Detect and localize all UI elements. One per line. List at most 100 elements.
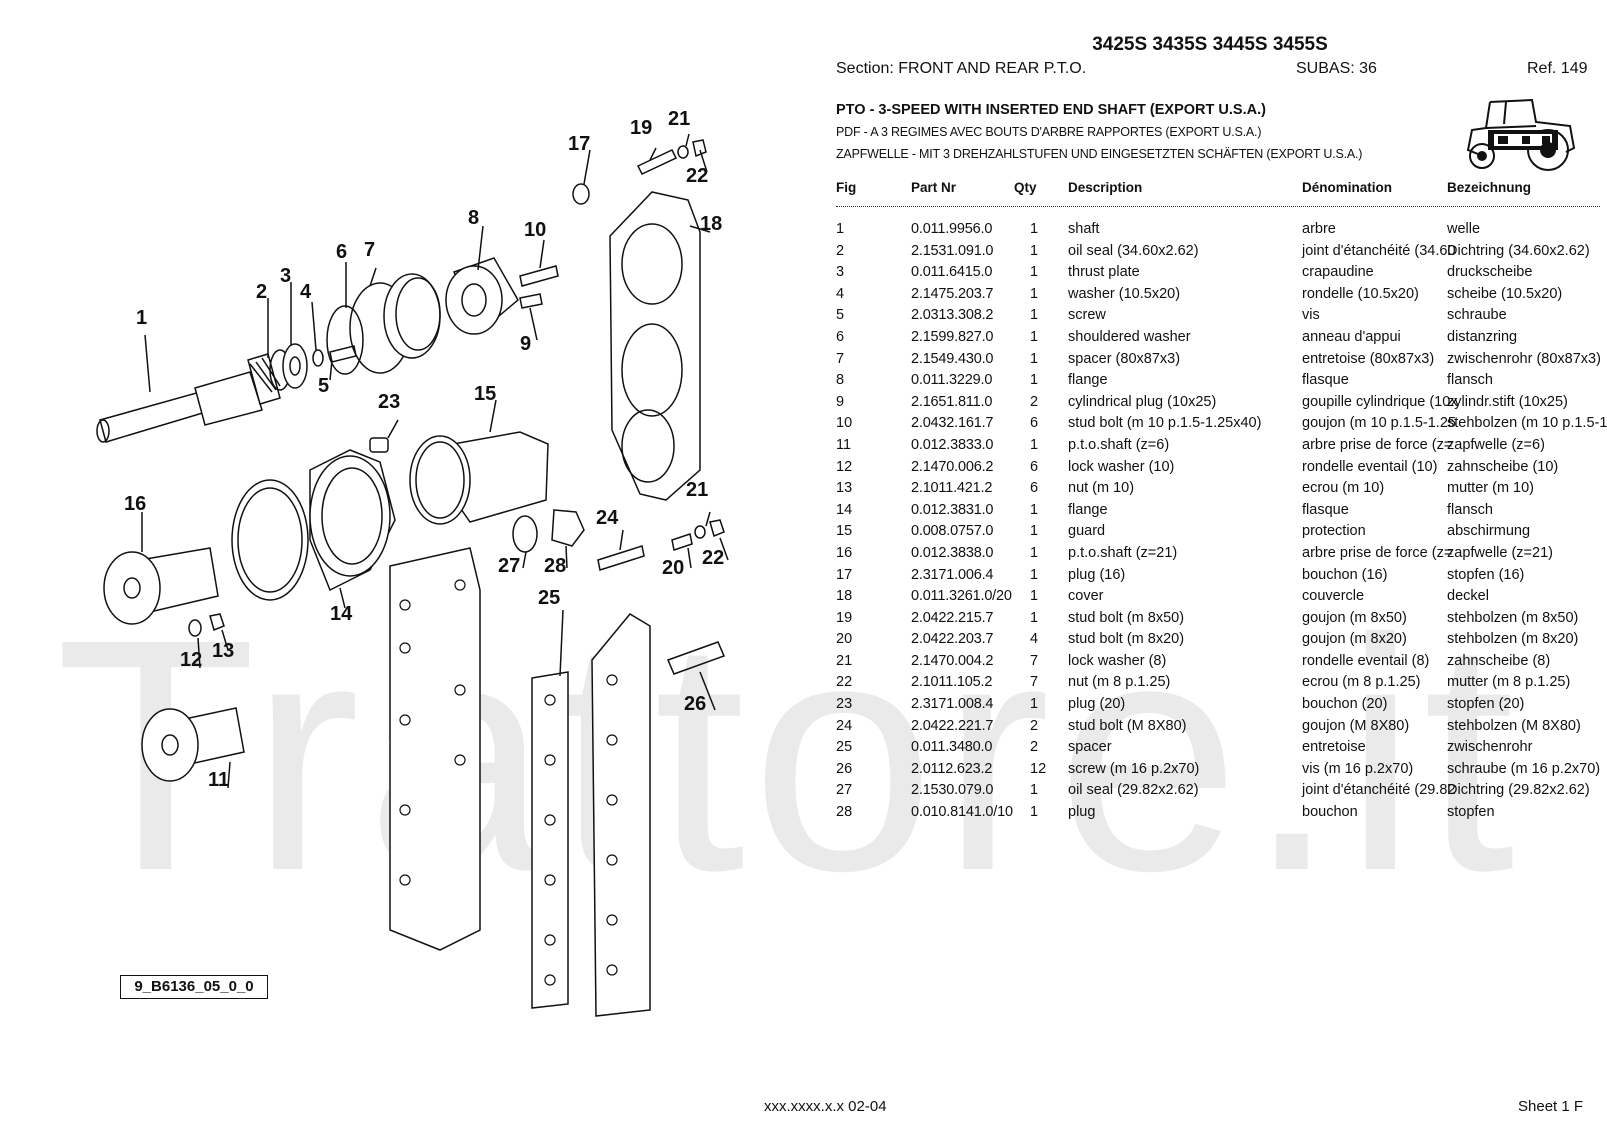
cell-description: lock washer (10) — [1068, 458, 1175, 475]
cell-denomination: bouchon (20) — [1302, 696, 1388, 713]
footer-sheet: Sheet 1 F — [1518, 1098, 1584, 1115]
cell-denomination: flasque — [1302, 501, 1349, 518]
cell-denomination: goujon (m 8x50) — [1302, 609, 1407, 626]
cell-bezeichnung: schraube (m 16 p.2x70) — [1447, 760, 1601, 777]
part-lock-washer-12 — [188, 619, 202, 637]
callout-label: 1 — [136, 307, 147, 329]
cell-denomination: bouchon — [1302, 804, 1358, 821]
callout-label: 12 — [180, 649, 202, 671]
cell-fig: 14 — [836, 501, 853, 518]
cell-denomination: vis — [1302, 307, 1320, 324]
cell-description: shaft — [1068, 221, 1100, 237]
cell-fig: 3 — [836, 264, 845, 281]
cell-qty: 1 — [1030, 782, 1039, 799]
cell-part-nr: 0.012.3838.0 — [911, 544, 994, 561]
cell-bezeichnung: stehbolzen (m 8x50) — [1447, 609, 1579, 626]
cell-qty: 6 — [1030, 480, 1039, 497]
cell-bezeichnung: stopfen (20) — [1447, 696, 1525, 713]
cell-fig: 12 — [836, 458, 853, 475]
cell-part-nr: 0.011.3261.0/20 — [911, 588, 1012, 605]
cell-description: cylindrical plug (10x25) — [1068, 393, 1217, 410]
cell-fig: 16 — [836, 544, 853, 561]
cell-description: thrust plate — [1068, 264, 1140, 281]
cell-part-nr: 0.012.3833.0 — [911, 436, 994, 453]
parts-table: Fig Part Nr Qty Description Dénomination… — [836, 180, 1607, 826]
callout-label: 20 — [662, 557, 684, 579]
cell-part-nr: 0.008.0757.0 — [911, 523, 994, 540]
cell-bezeichnung: zahnscheibe (10) — [1447, 458, 1559, 475]
cell-description: stud bolt (M 8X80) — [1068, 717, 1187, 734]
part-screw-26 — [666, 641, 726, 675]
cell-qty: 1 — [1030, 804, 1039, 821]
cell-bezeichnung: distanzring — [1447, 328, 1518, 345]
cell-fig: 17 — [836, 566, 853, 583]
cell-bezeichnung: zylindr.stift (10x25) — [1447, 393, 1568, 410]
cell-description: stud bolt (m 8x20) — [1068, 631, 1185, 648]
cell-denomination: arbre prise de force (z= — [1302, 544, 1453, 561]
cell-denomination: bouchon (16) — [1302, 566, 1388, 583]
cell-part-nr: 2.1470.006.2 — [911, 458, 994, 475]
cell-qty: 1 — [1030, 264, 1039, 281]
cell-part-nr: 2.0432.161.7 — [911, 415, 994, 432]
cell-description: stud bolt (m 8x50) — [1068, 609, 1185, 626]
callout-label: 27 — [498, 555, 520, 577]
cell-part-nr: 0.012.3831.0 — [911, 501, 994, 518]
cell-qty: 1 — [1030, 501, 1039, 518]
cell-bezeichnung: zapfwelle (z=21) — [1447, 544, 1553, 561]
cell-qty: 1 — [1030, 523, 1039, 540]
footer-code: xxx.xxxx.x.x 02-04 — [764, 1098, 887, 1115]
title-french: PDF - A 3 REGIMES AVEC BOUTS D'ARBRE RAP… — [836, 125, 1262, 139]
part-pto-shaft-11 — [141, 707, 245, 782]
part-cover — [609, 191, 701, 501]
cell-qty: 1 — [1030, 696, 1039, 713]
cell-part-nr: 2.1011.105.2 — [911, 674, 993, 691]
cell-qty: 1 — [1030, 372, 1039, 389]
cell-fig: 20 — [836, 631, 853, 648]
cell-qty: 2 — [1030, 739, 1039, 756]
cell-bezeichnung: scheibe (10.5x20) — [1447, 285, 1563, 302]
callout-label: 22 — [702, 547, 724, 569]
section-label: Section: FRONT AND REAR P.T.O. — [836, 60, 1087, 77]
part-oil-seal-27 — [512, 515, 538, 553]
cell-qty: 1 — [1030, 436, 1039, 453]
callout-label: 8 — [468, 207, 479, 229]
cell-denomination: joint d'étanchéité (34.60 — [1302, 242, 1456, 259]
cell-qty: 2 — [1030, 393, 1039, 410]
part-plug-23 — [369, 437, 389, 453]
cell-bezeichnung: welle — [1447, 221, 1481, 237]
cell-part-nr: 2.1011.421.2 — [911, 480, 993, 497]
title-english: PTO - 3-SPEED WITH INSERTED END SHAFT (E… — [836, 102, 1266, 118]
cell-description: spacer — [1068, 739, 1112, 756]
cell-denomination: crapaudine — [1302, 264, 1374, 281]
cell-qty: 1 — [1030, 544, 1039, 561]
cell-fig: 7 — [836, 350, 845, 367]
cell-fig: 15 — [836, 523, 853, 540]
part-plug-17 — [572, 183, 590, 205]
cell-fig: 24 — [836, 717, 853, 734]
cell-fig: 10 — [836, 415, 853, 432]
callout-label: 4 — [300, 281, 312, 303]
cell-bezeichnung: zahnscheibe (8) — [1447, 652, 1551, 669]
cell-description: lock washer (8) — [1068, 652, 1167, 669]
cell-denomination: couvercle — [1302, 588, 1365, 605]
callout-label: 21 — [668, 108, 690, 130]
cell-description: cover — [1068, 588, 1104, 605]
cell-qty: 1 — [1030, 566, 1039, 583]
cell-description: spacer (80x87x3) — [1068, 350, 1181, 367]
